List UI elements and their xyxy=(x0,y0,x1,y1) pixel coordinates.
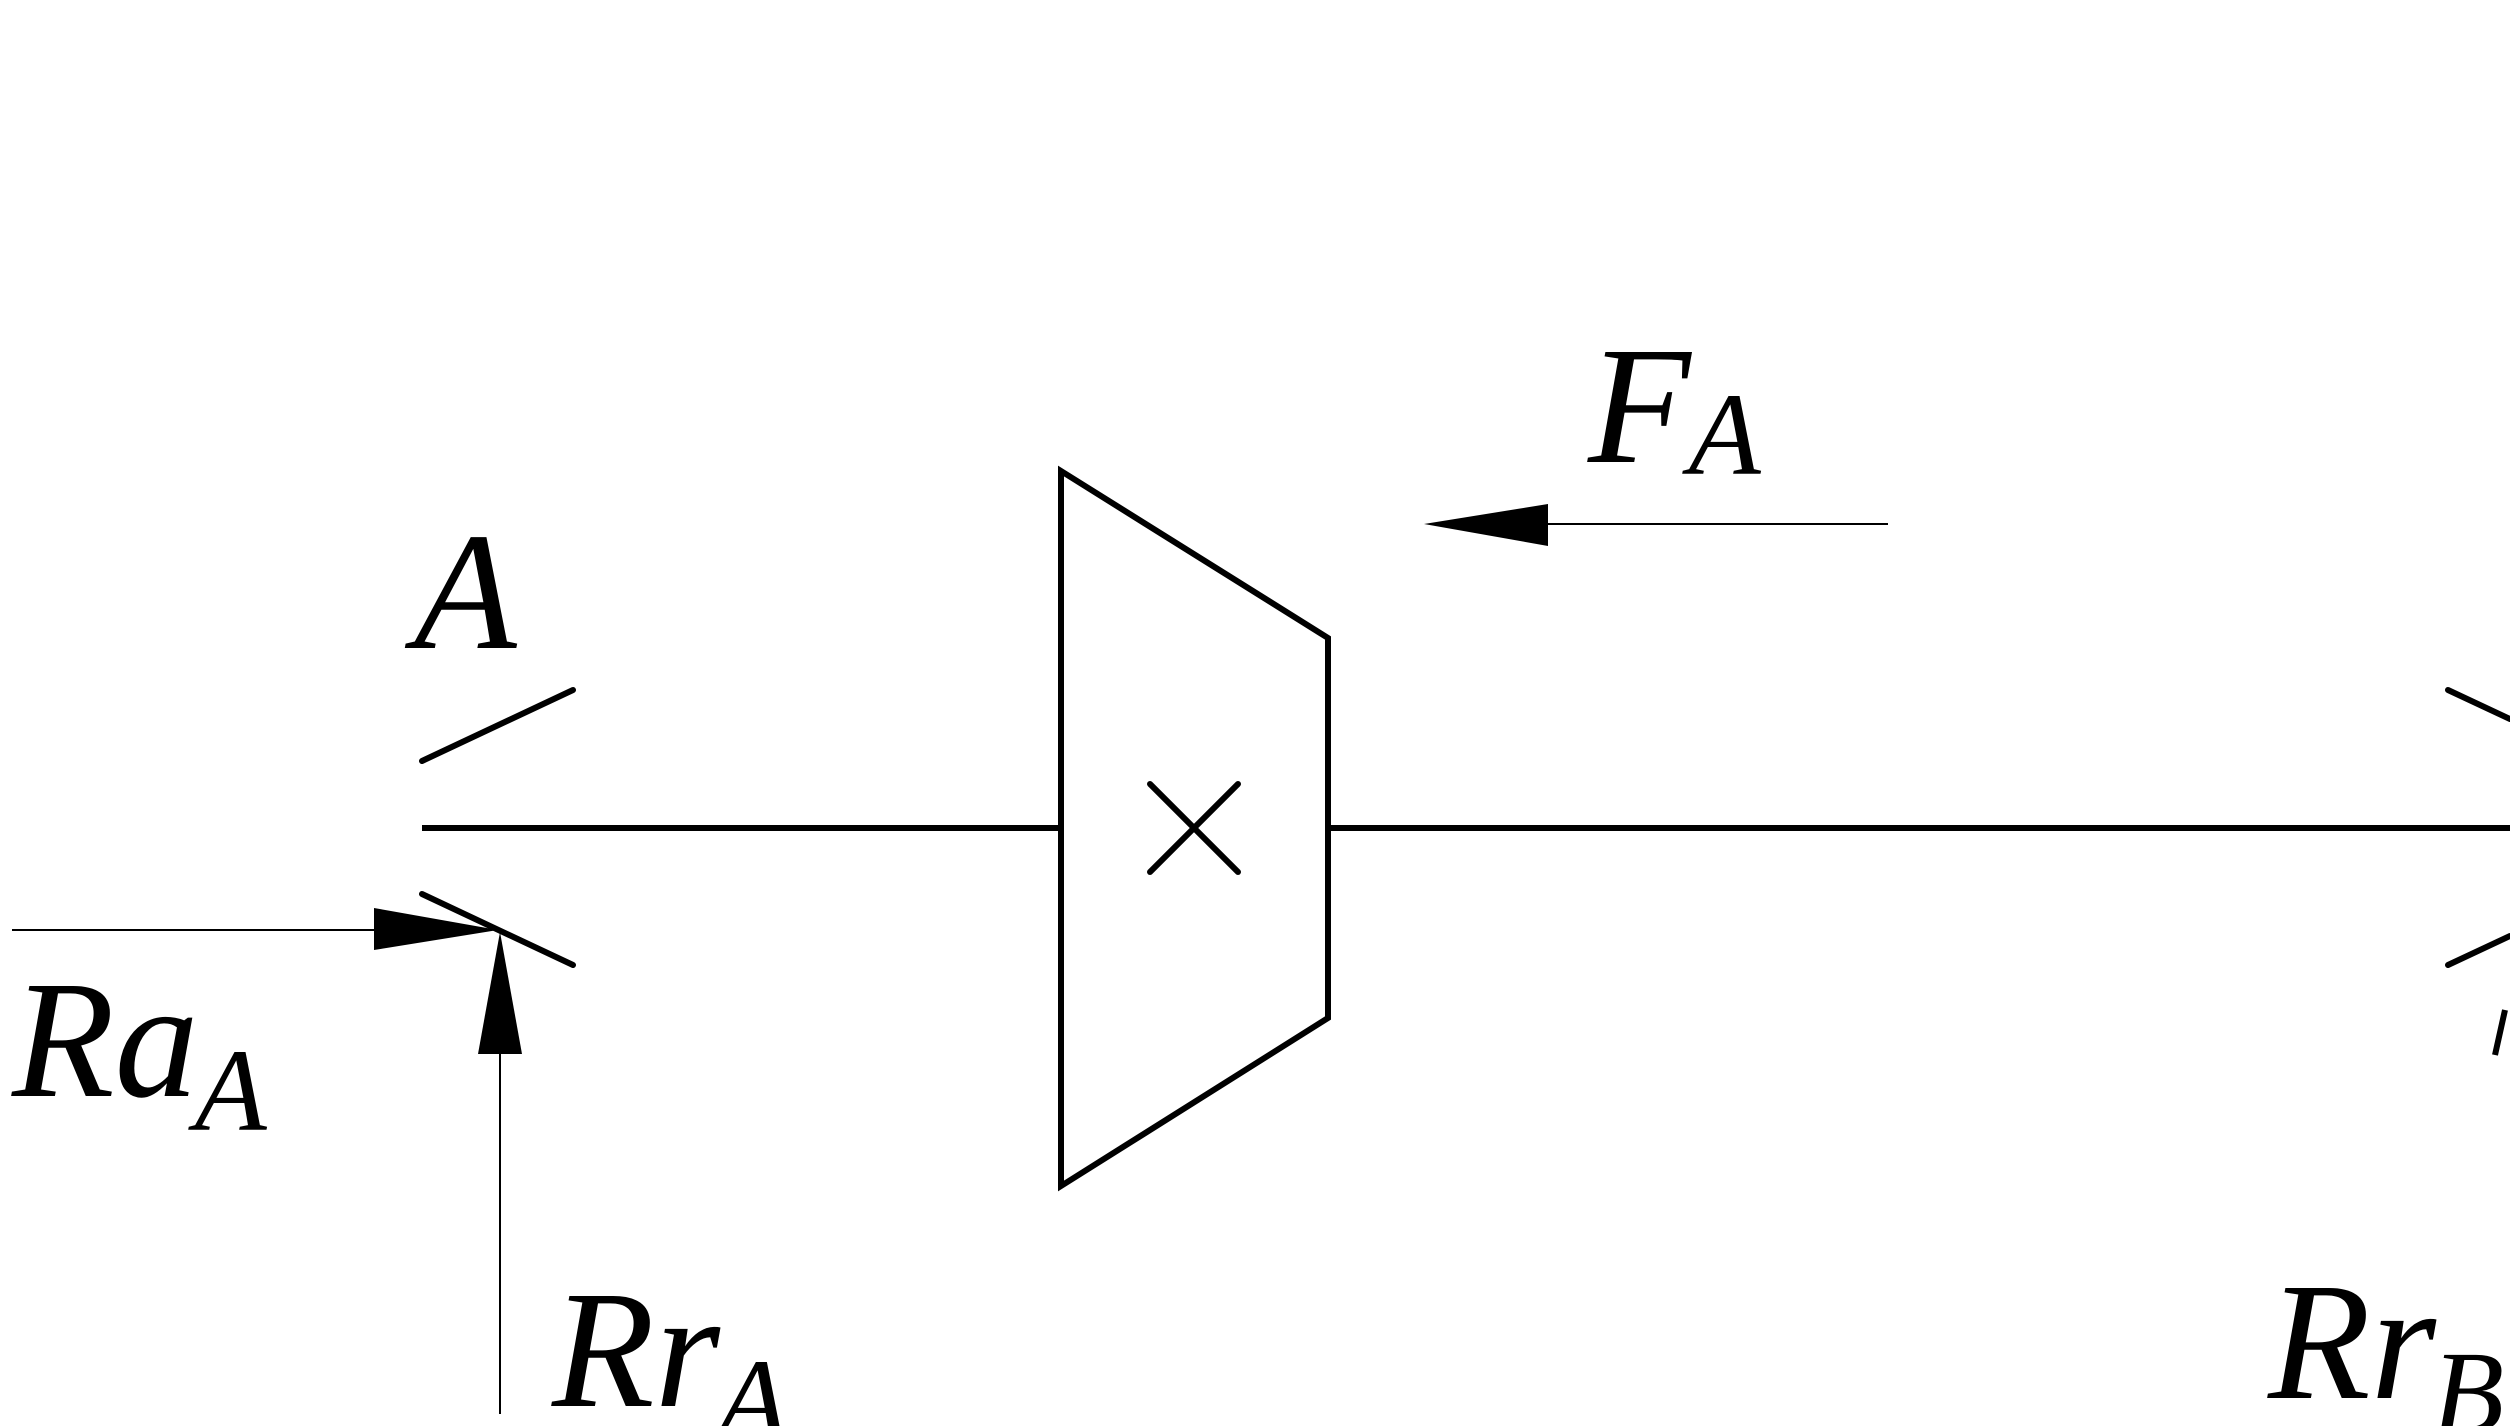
radial-reaction-a-label-subscript: A xyxy=(716,1335,789,1426)
force-fa-label-subscript: A xyxy=(1688,369,1761,500)
axial-reaction-label-subscript: A xyxy=(194,1025,267,1156)
axial-reaction-label-mid: a xyxy=(114,947,199,1133)
bearing-a-label: A xyxy=(414,508,517,676)
radial-reaction-a-label: RrA xyxy=(552,1266,792,1426)
bevel-gear-shape xyxy=(1058,465,1331,1192)
bearing-a-label-text: A xyxy=(414,499,517,685)
axial-reaction-label: RaA xyxy=(12,956,271,1150)
bearing-a-lower-line xyxy=(419,891,576,968)
partial-label-stroke-right xyxy=(2492,1009,2508,1056)
force-fa-arrowhead xyxy=(1424,504,1548,546)
force-fa-label-main: F xyxy=(1588,313,1691,499)
radial-reaction-a-label-main: R xyxy=(552,1257,655,1426)
radial-reaction-b-label-mid: r xyxy=(2370,1249,2437,1426)
radial-reaction-arrowhead xyxy=(478,932,522,1054)
bearing-a-upper-line xyxy=(419,687,576,764)
force-fa-label: FA xyxy=(1588,322,1763,494)
radial-reaction-a-label-mid: r xyxy=(654,1257,721,1426)
axial-reaction-arrowhead xyxy=(374,908,498,950)
bearing-b-lower-line xyxy=(2445,933,2510,968)
gear-cross-mark-2 xyxy=(1147,781,1241,875)
radial-reaction-b-label-subscript: B xyxy=(2432,1327,2505,1426)
radial-reaction-b-label: RrB xyxy=(2268,1258,2508,1426)
radial-reaction-b-label-main: R xyxy=(2268,1249,2371,1426)
bearing-b-upper-line xyxy=(2445,687,2510,722)
axial-reaction-label-main: R xyxy=(12,947,115,1133)
